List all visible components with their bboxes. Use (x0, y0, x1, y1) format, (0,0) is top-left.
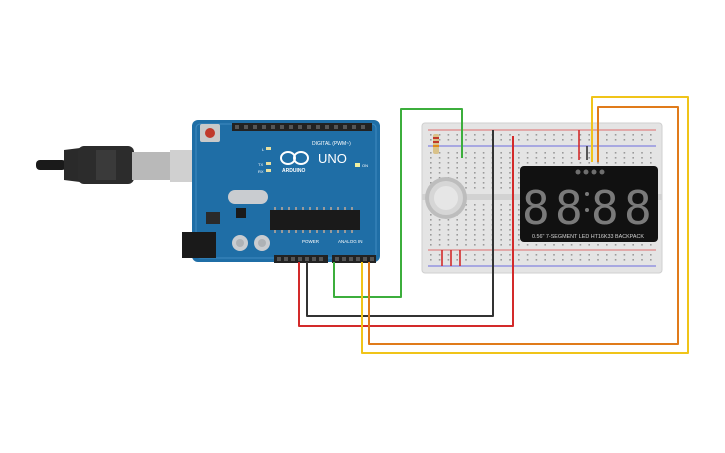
analog-header-label: ANALOG IN (338, 239, 363, 244)
arduino-logo-text: ARDUINO (282, 168, 305, 174)
display-digit-4: 8 (624, 181, 652, 235)
display-digit-2: 8 (555, 181, 583, 235)
analog-header (332, 255, 376, 263)
digital-header-label: DIGITAL (PWM~) (312, 141, 351, 147)
on-label: ON (362, 163, 368, 168)
wires (298, 96, 689, 354)
wire-red (298, 136, 514, 327)
tx-led-label: TX (258, 162, 263, 167)
display-label: 0.56" 7-SEGMENT LED HT16K33 BACKPACK (532, 234, 644, 240)
l-led-label: L (262, 147, 265, 152)
board-model: UNO (318, 151, 347, 166)
wire-black (306, 130, 494, 317)
arduino-uno-board: DIGITAL (PWM~) ARDUINO UNO ON L TX RX (182, 120, 380, 263)
wire-green (333, 108, 463, 298)
power-header-label: POWER (302, 239, 320, 244)
breadboard-jumpers (441, 130, 588, 266)
gas-sensor (425, 177, 467, 219)
arduino-logo: ARDUINO (280, 151, 309, 174)
wire-yellow (361, 96, 689, 354)
atmega-chip (270, 210, 360, 230)
crystal (228, 190, 268, 204)
resistor (433, 134, 439, 154)
display-digit-1: 8 (522, 181, 556, 235)
usb-cable (36, 146, 194, 184)
rx-led-label: RX (258, 169, 264, 174)
wire-orange (368, 106, 679, 345)
seven-segment-display: 8 8 8 8 0.56" 7-SEGMENT LED HT16K33 BACK… (520, 166, 658, 242)
display-digit-3: 8 (591, 181, 619, 235)
power-jack (182, 232, 216, 258)
